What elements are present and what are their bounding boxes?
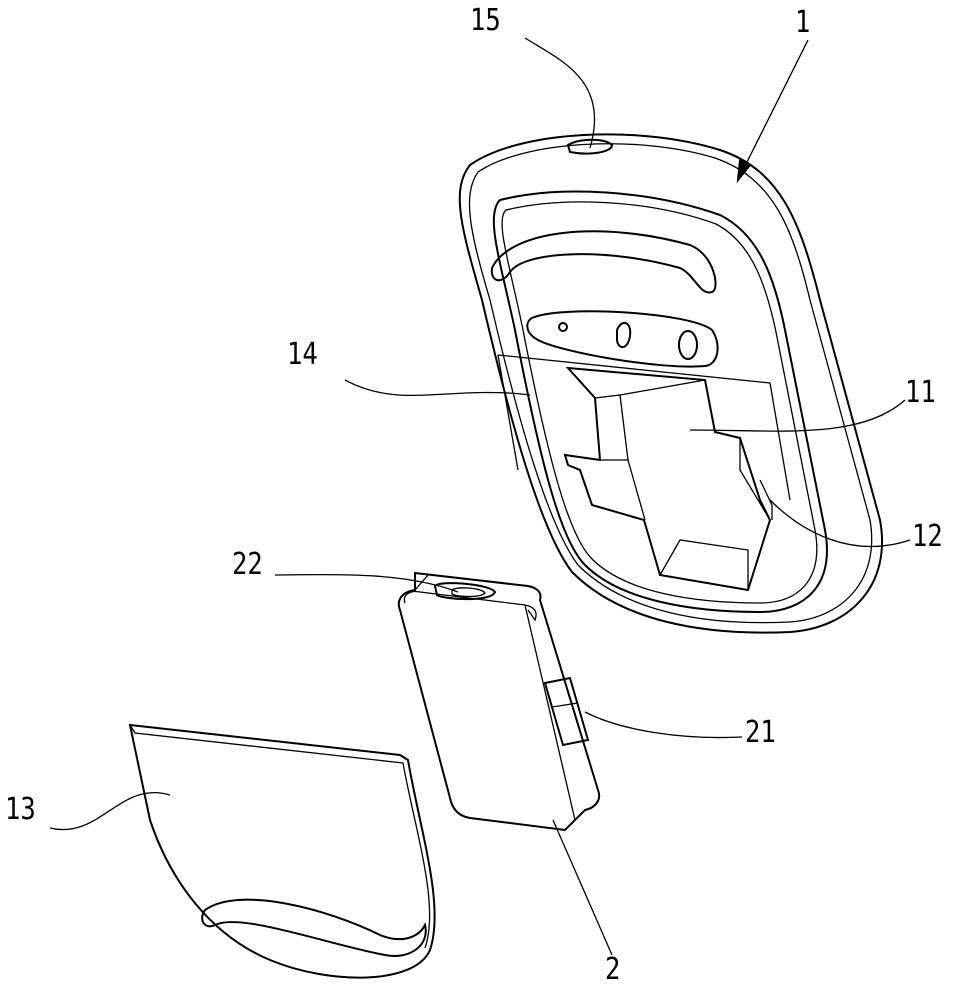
label-mounting-area: 14	[287, 337, 318, 372]
label-battery-tab: 21	[745, 715, 776, 750]
label-cover-plate: 13	[5, 792, 36, 827]
label-battery-module: 2	[605, 952, 621, 987]
cover-plate	[128, 723, 436, 979]
label-recess: 11	[905, 375, 936, 410]
label-mouse-body: 1	[795, 5, 811, 40]
mouse-shell	[458, 133, 883, 634]
battery-module	[397, 571, 601, 832]
label-battery-port: 22	[232, 547, 263, 582]
label-slot: 12	[912, 519, 943, 554]
label-charging-port: 15	[470, 3, 501, 38]
leader-lines	[49, 37, 911, 956]
